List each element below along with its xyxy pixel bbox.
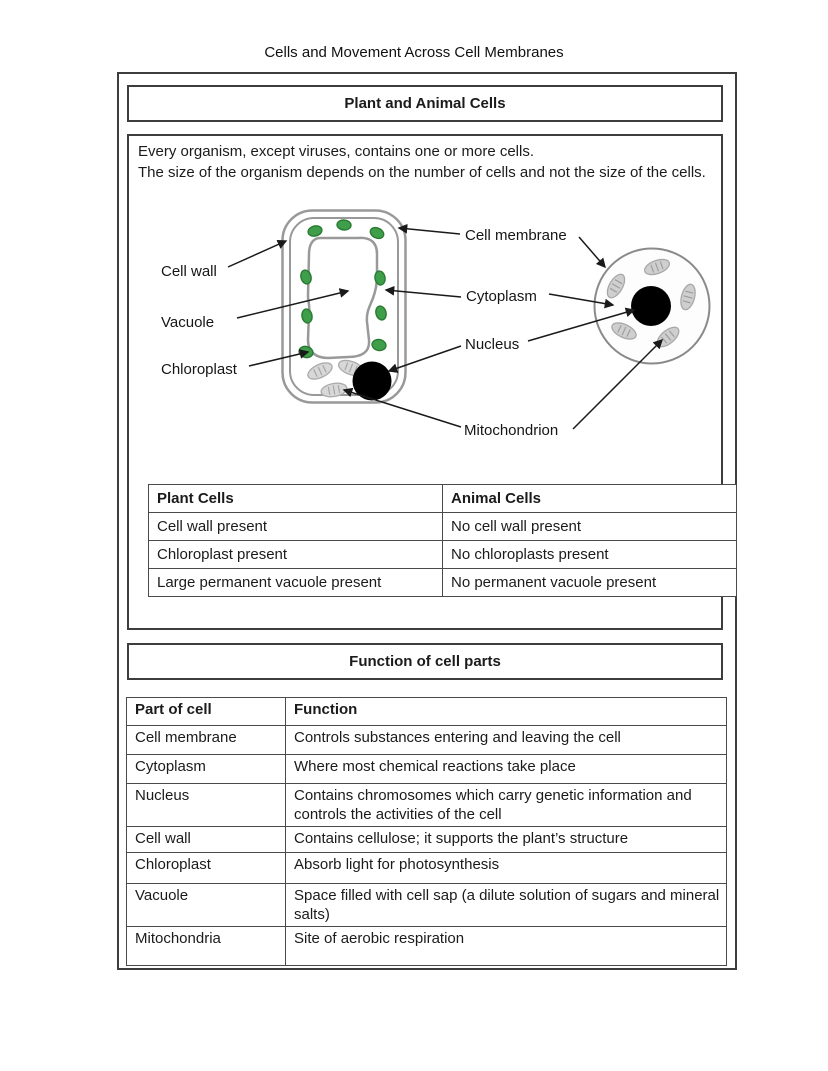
table-header-row: Plant Cells Animal Cells <box>148 484 737 513</box>
table-cell: Mitochondria <box>126 926 286 966</box>
table-cell: No cell wall present <box>442 512 737 541</box>
table-row: Chloroplast present No chloroplasts pres… <box>148 540 737 569</box>
table-cell: Cell wall present <box>148 512 443 541</box>
mitochondrion-arrow-right <box>572 338 664 430</box>
table-row: Vacuole Space filled with cell sap (a di… <box>126 883 727 927</box>
table-cell: Space filled with cell sap (a dilute sol… <box>285 883 727 927</box>
table-cell: Chloroplast <box>126 852 286 884</box>
plant-animal-comparison-table: Plant Cells Animal Cells Cell wall prese… <box>148 484 737 597</box>
nucleus-arrow-left <box>387 345 462 373</box>
table-cell: Cytoplasm <box>126 754 286 784</box>
mitochondrion-shape <box>606 273 626 299</box>
table-cell: Cell membrane <box>126 725 286 755</box>
cell-diagram: Cell wall Vacuole Chloroplast Cell membr… <box>161 209 711 439</box>
table-cell: Absorb light for photosynthesis <box>285 852 727 884</box>
column-header-function: Function <box>285 697 727 726</box>
column-header-plant-cells: Plant Cells <box>148 484 443 513</box>
intro-paragraph: Every organism, except viruses, contains… <box>138 141 718 183</box>
mitochondrion-arrow-left <box>342 387 462 428</box>
animal-nucleus-shape <box>631 286 671 326</box>
section-header-function-of-cell-parts: Function of cell parts <box>127 643 723 680</box>
plant-cell-illustration <box>281 209 407 404</box>
section-header-plant-animal-cells: Plant and Animal Cells <box>127 85 723 122</box>
mitochondrion-shape <box>643 258 671 276</box>
chloroplast-shape <box>301 308 313 324</box>
chloroplast-shape <box>374 270 386 286</box>
page-title: Cells and Movement Across Cell Membranes <box>264 44 564 61</box>
diagram-labels: Cell wall Vacuole Chloroplast Cell membr… <box>161 227 567 439</box>
mitochondrion-shape <box>680 283 696 311</box>
chloroplast-shape <box>371 338 387 352</box>
table-cell: Large permanent vacuole present <box>148 568 443 597</box>
diagram-label-mitochondrion: Mitochondrion <box>464 422 558 439</box>
table-row: Cytoplasm Where most chemical reactions … <box>126 754 727 784</box>
table-cell: Cell wall <box>126 826 286 853</box>
intro-line-1: Every organism, except viruses, contains… <box>138 143 534 160</box>
table-cell: Contains cellulose; it supports the plan… <box>285 826 727 853</box>
table-cell: Nucleus <box>126 783 286 827</box>
table-cell: Site of aerobic respiration <box>285 926 727 966</box>
cell-part-function-table: Part of cell Function Cell membrane Cont… <box>126 697 727 966</box>
table-row: Chloroplast Absorb light for photosynthe… <box>126 852 727 884</box>
table-cell: Chloroplast present <box>148 540 443 569</box>
diagram-arrows <box>227 223 664 430</box>
table-row: Cell wall Contains cellulose; it support… <box>126 826 727 853</box>
column-header-part-of-cell: Part of cell <box>126 697 286 726</box>
cell-wall-arrow <box>227 239 288 268</box>
chloroplast-shape <box>375 305 387 321</box>
section-header-text: Function of cell parts <box>349 653 501 670</box>
diagram-label-cytoplasm: Cytoplasm <box>466 288 537 305</box>
intro-line-2: The size of the organism depends on the … <box>138 164 706 181</box>
chloroplast-shape <box>300 269 312 285</box>
chloroplast-shape <box>336 219 352 231</box>
diagram-label-cell-wall: Cell wall <box>161 263 217 280</box>
table-row: Large permanent vacuole present No perma… <box>148 568 737 597</box>
cytoplasm-arrow-left <box>384 285 462 298</box>
chloroplast-shape <box>307 225 323 237</box>
table-cell: Contains chromosomes which carry genetic… <box>285 783 727 827</box>
diagram-label-nucleus: Nucleus <box>465 336 519 353</box>
table-header-row: Part of cell Function <box>126 697 727 726</box>
cell-membrane-arrow-left <box>397 223 461 235</box>
chloroplast-arrow <box>248 349 310 367</box>
table-row: Mitochondria Site of aerobic respiration <box>126 926 727 966</box>
diagram-label-chloroplast: Chloroplast <box>161 361 238 378</box>
mitochondrion-shape <box>307 362 333 380</box>
section-header-text: Plant and Animal Cells <box>344 95 506 112</box>
column-header-animal-cells: Animal Cells <box>442 484 737 513</box>
table-row: Nucleus Contains chromosomes which carry… <box>126 783 727 827</box>
table-cell: Controls substances entering and leaving… <box>285 725 727 755</box>
plant-nucleus-shape <box>352 361 392 401</box>
cytoplasm-arrow-right <box>548 293 615 309</box>
cell-membrane-arrow-right <box>578 236 606 269</box>
table-row: Cell wall present No cell wall present <box>148 512 737 541</box>
mitochondrion-shape <box>611 322 637 340</box>
table-cell: Vacuole <box>126 883 286 927</box>
animal-cell-illustration <box>593 247 711 365</box>
chloroplast-shape <box>369 226 385 240</box>
diagram-label-cell-membrane: Cell membrane <box>465 227 567 244</box>
vacuole-arrow <box>236 288 350 319</box>
table-cell: Where most chemical reactions take place <box>285 754 727 784</box>
mitochondrion-shape <box>320 382 348 398</box>
table-row: Cell membrane Controls substances enteri… <box>126 725 727 755</box>
nucleus-arrow-right <box>527 307 636 342</box>
diagram-label-vacuole: Vacuole <box>161 314 214 331</box>
table-cell: No permanent vacuole present <box>442 568 737 597</box>
table-cell: No chloroplasts present <box>442 540 737 569</box>
plant-mitochondria <box>307 359 365 398</box>
